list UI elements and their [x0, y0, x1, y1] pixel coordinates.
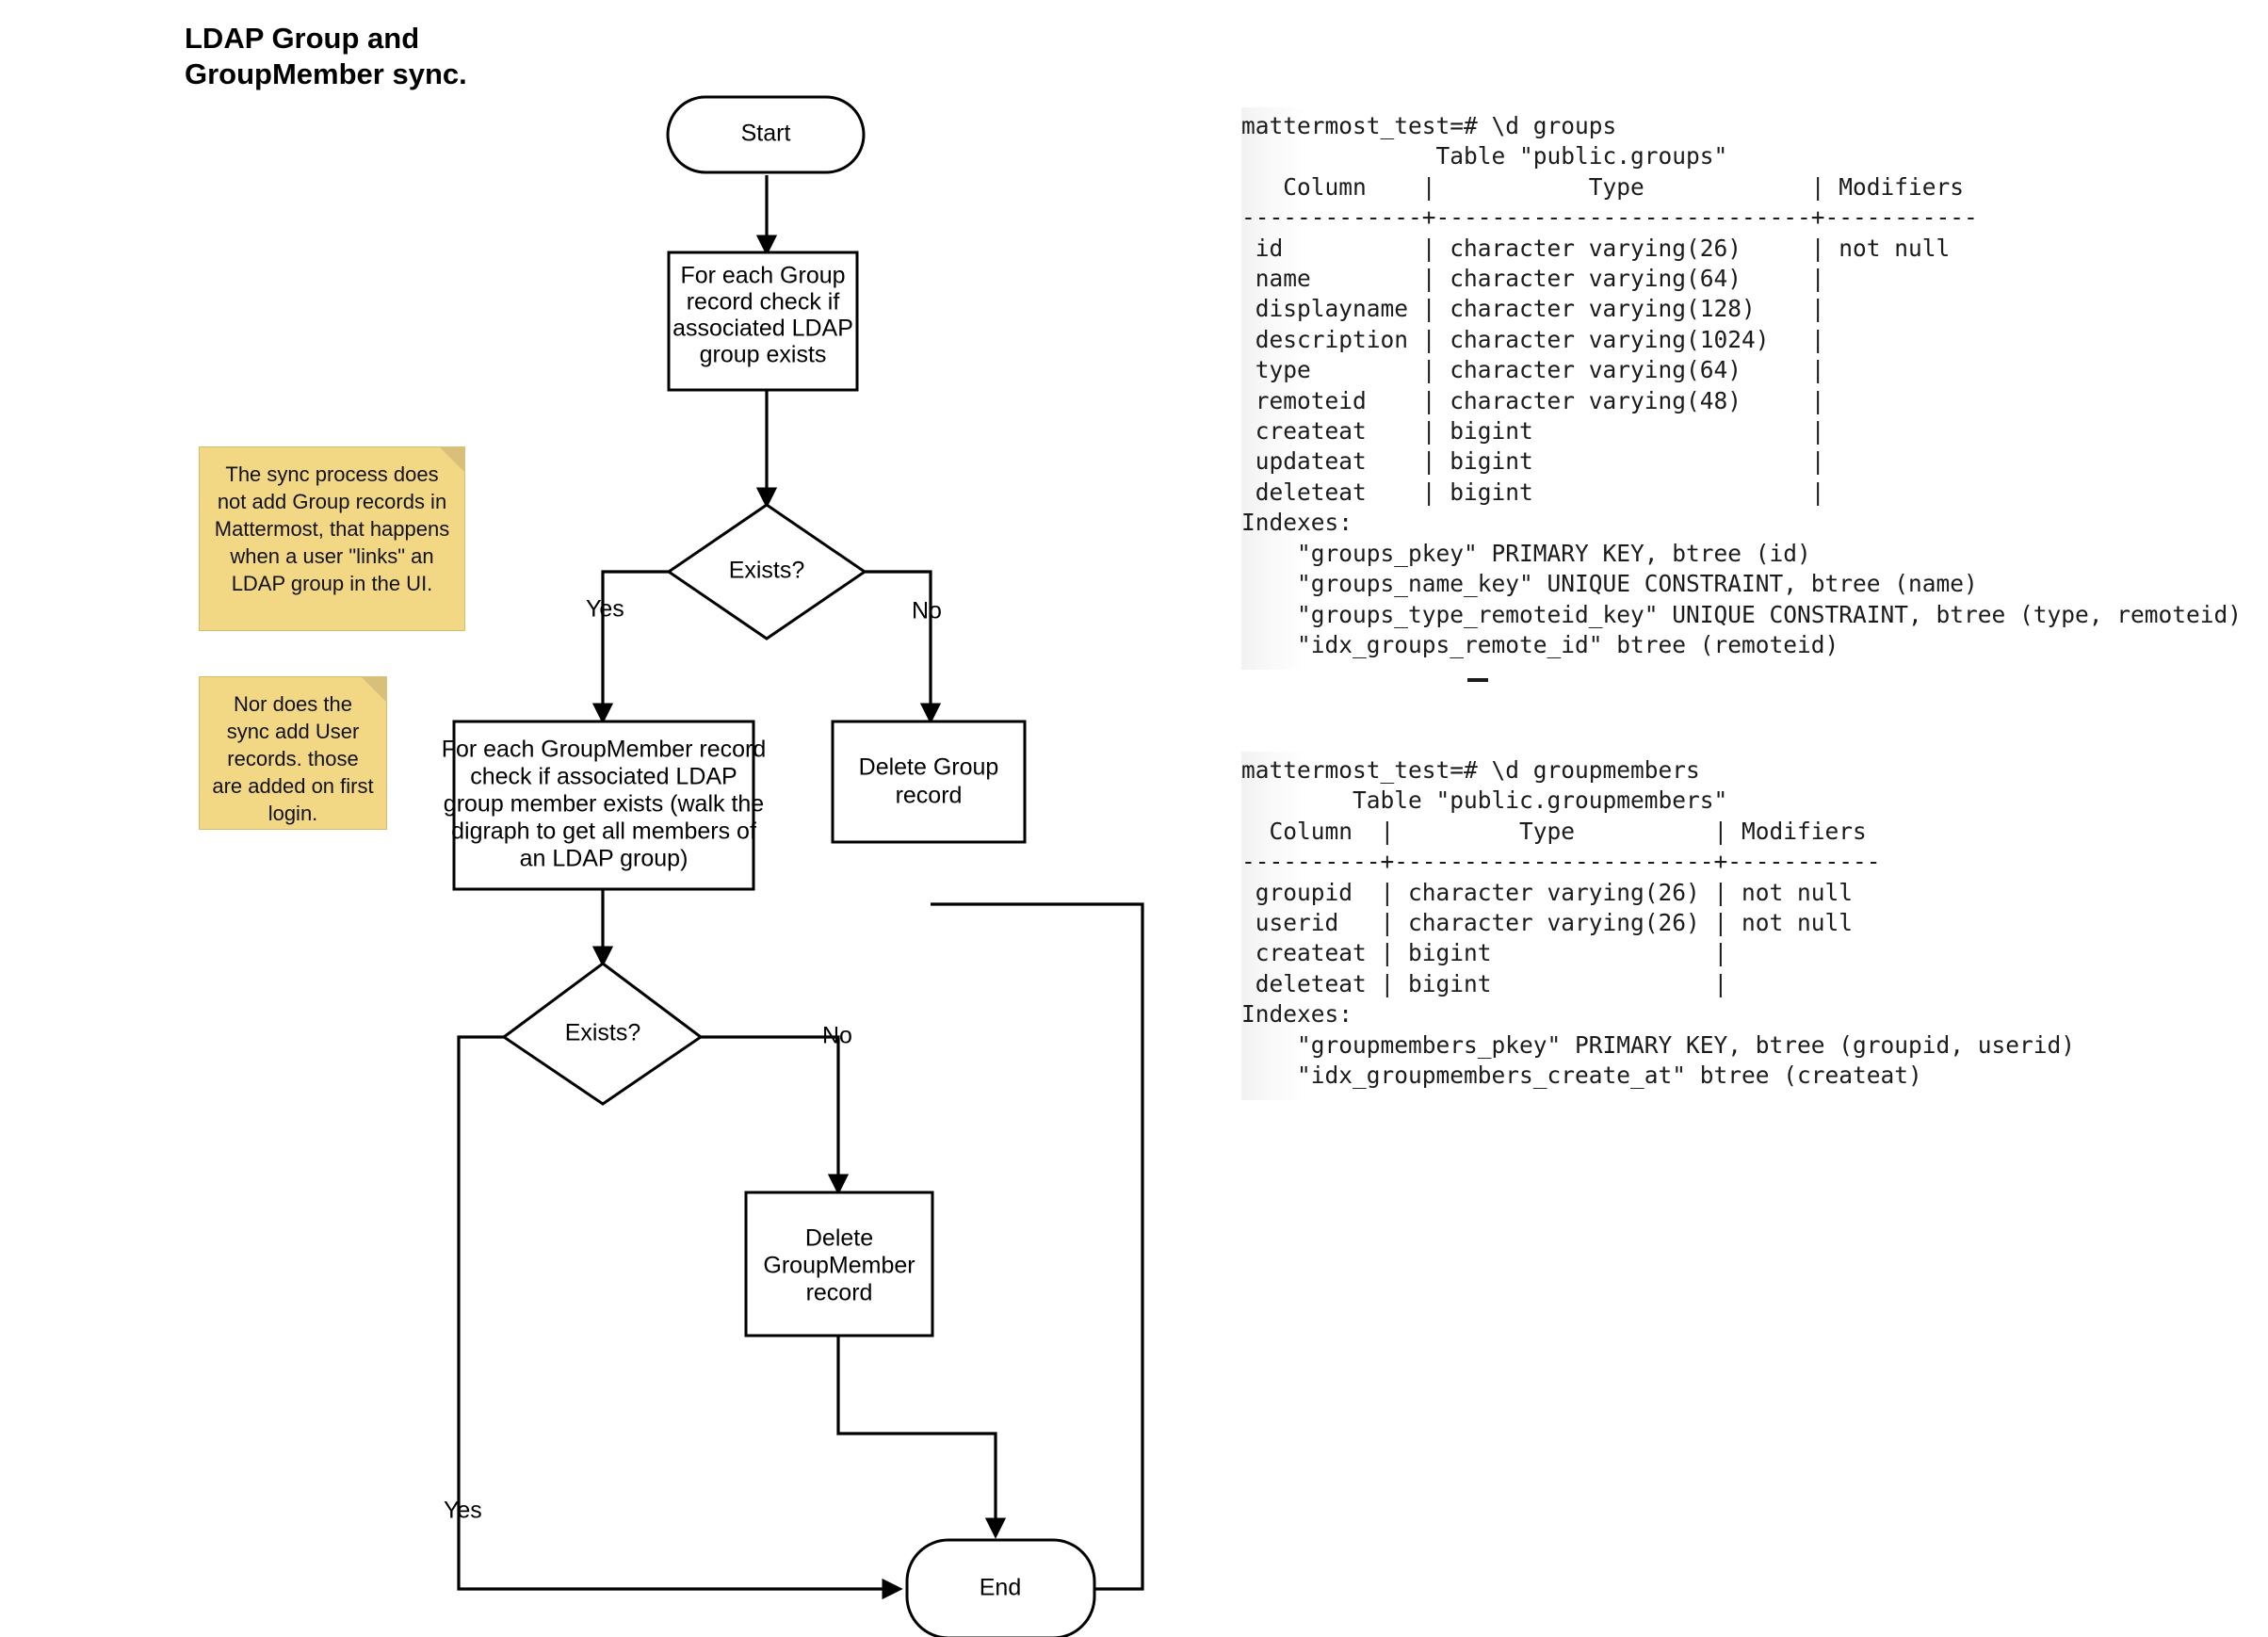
- node-start-label: Start: [741, 121, 791, 147]
- node-end-label: End: [980, 1575, 1021, 1601]
- node-check-member-line-3: group member exists (walk the: [444, 791, 764, 818]
- node-check-group[interactable]: For each Group record check if associate…: [667, 251, 859, 392]
- node-check-member-line-2: check if associated LDAP: [470, 764, 737, 790]
- edge-label-no-2: No: [822, 1023, 852, 1049]
- terminal-output-groups: mattermost_test=# \d groups Table "publi…: [1241, 107, 2242, 671]
- sticky-note-text: Nor does the sync add User records. thos…: [212, 692, 374, 826]
- node-check-group-line-2: record check if: [687, 289, 840, 316]
- node-check-member-line-4: digraph to get all members of: [451, 818, 756, 845]
- sticky-note-text: The sync process does not add Group reco…: [214, 462, 450, 596]
- edge-delete-member-to-end: [836, 1335, 1007, 1539]
- node-delete-member[interactable]: Delete GroupMember record: [744, 1191, 934, 1337]
- edge-label-yes-1: Yes: [586, 596, 624, 623]
- node-check-member-line-5: an LDAP group): [520, 846, 688, 872]
- node-exists-1[interactable]: Exists?: [666, 503, 867, 640]
- edge-exists2-no: [688, 1035, 850, 1195]
- node-delete-member-line-1: Delete: [805, 1225, 873, 1252]
- edge-delete-group-to-end: [931, 902, 1144, 1600]
- node-delete-group-line-2: record: [896, 783, 963, 809]
- edge-exists2-yes: [457, 1035, 903, 1600]
- node-delete-member-line-2: GroupMember: [763, 1253, 915, 1279]
- node-end[interactable]: End: [905, 1538, 1096, 1637]
- sticky-note-sync-no-group-add: The sync process does not add Group reco…: [199, 446, 465, 631]
- node-exists-2[interactable]: Exists?: [501, 962, 704, 1106]
- node-check-group-line-4: group exists: [700, 342, 827, 368]
- node-delete-member-line-3: record: [806, 1280, 873, 1306]
- node-check-group-line-3: associated LDAP: [672, 316, 853, 342]
- terminal-cursor: [1467, 678, 1488, 682]
- note-fold-corner-icon: [361, 676, 387, 703]
- node-exists-2-label: Exists?: [565, 1020, 641, 1046]
- node-check-member-line-1: For each GroupMember record: [442, 737, 767, 763]
- sticky-note-sync-no-user-add: Nor does the sync add User records. thos…: [199, 676, 387, 830]
- node-check-member[interactable]: For each GroupMember record check if ass…: [442, 720, 767, 891]
- edge-label-no-1: No: [912, 598, 942, 624]
- node-exists-1-label: Exists?: [729, 558, 805, 584]
- node-delete-group[interactable]: Delete Group record: [831, 720, 1027, 844]
- node-delete-group-line-1: Delete Group: [859, 754, 999, 781]
- terminal-output-groupmembers: mattermost_test=# \d groupmembers Table …: [1241, 752, 2230, 1101]
- edge-exists1-yes: [591, 570, 669, 724]
- flowchart-canvas: Start For each Group record check if ass…: [442, 95, 1144, 1637]
- edge-exists1-no: [865, 570, 942, 724]
- edge-label-yes-2: Yes: [444, 1498, 482, 1524]
- node-check-group-line-1: For each Group: [680, 263, 845, 289]
- node-start[interactable]: Start: [666, 95, 866, 174]
- note-fold-corner-icon: [439, 446, 465, 473]
